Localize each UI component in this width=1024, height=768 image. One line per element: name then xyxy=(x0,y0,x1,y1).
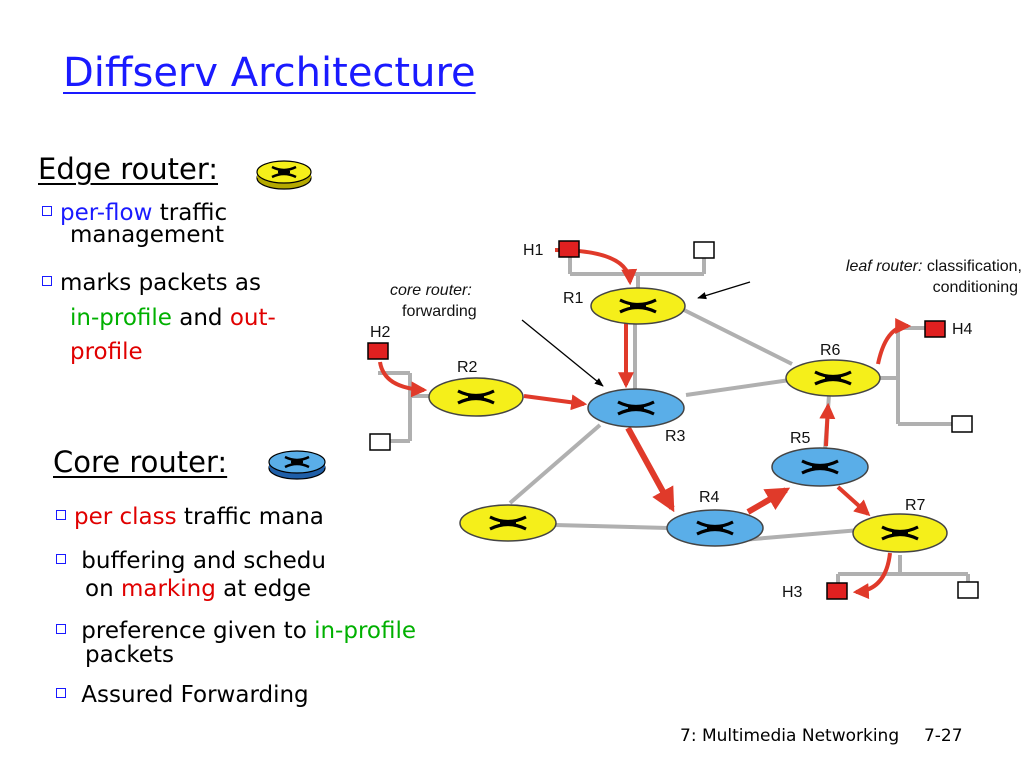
label-r7: R7 xyxy=(905,497,926,514)
host-idle-top xyxy=(693,241,715,259)
leaf-router-rest: classification, xyxy=(922,258,1022,275)
host-h3 xyxy=(826,582,848,600)
bullet-square-icon xyxy=(42,275,52,286)
router-r4 xyxy=(666,509,764,547)
core-bullet-3: preference given to in-profile xyxy=(56,619,416,643)
edge-bullet-2: marks packets as xyxy=(42,271,261,295)
edge-bullet-2-line3: profile xyxy=(70,339,143,365)
core-bullet-2: buffering and schedu xyxy=(56,549,368,573)
traffic-text: traffic xyxy=(152,200,228,226)
bullet-square-icon xyxy=(56,623,66,634)
edge-router-icon xyxy=(256,160,312,190)
out-text: out- xyxy=(229,305,276,331)
arrow-r7-h3 xyxy=(852,552,892,600)
traffic-mana-text: traffic mana xyxy=(176,505,324,529)
arrow-r3-r4 xyxy=(625,426,675,513)
at-edge-text: at edge xyxy=(215,576,312,602)
in-profile-text-2: in-profile xyxy=(314,618,417,644)
host-h2 xyxy=(367,342,389,360)
assured-forwarding-text: Assured Forwarding xyxy=(74,682,309,708)
bullet-square-icon xyxy=(42,205,52,216)
link-leaf-r4 xyxy=(554,523,669,530)
core-callout-arrow xyxy=(521,319,604,387)
link-r4-r7 xyxy=(741,528,861,542)
core-router-label: core router: xyxy=(390,282,472,299)
label-r2: R2 xyxy=(457,359,478,376)
core-bullet-1: per class traffic mana xyxy=(56,505,368,529)
edge-router-heading: Edge router: xyxy=(38,152,218,186)
arrow-h2-r2 xyxy=(378,361,428,398)
core-router-heading-text: Core router: xyxy=(53,445,228,479)
footer-chapter: 7: Multimedia Networking xyxy=(680,726,900,746)
link-r3-leaf xyxy=(508,423,602,505)
arrow-r6-h4 xyxy=(876,318,912,365)
link-r3-r6 xyxy=(685,378,791,397)
flow-arrows xyxy=(378,248,912,600)
marking-text: marking xyxy=(120,576,216,602)
core-router-label-line2: forwarding xyxy=(402,303,477,320)
label-r4: R4 xyxy=(699,489,720,506)
router-r2 xyxy=(428,377,524,417)
core-router-heading: Core router: xyxy=(53,445,227,479)
router-r3 xyxy=(587,388,685,428)
edge-bullet-1-cont: management xyxy=(70,222,225,248)
label-r6: R6 xyxy=(820,342,841,359)
marks-packets-text: marks packets as xyxy=(60,270,261,296)
on-text: on xyxy=(85,576,121,602)
arrow-r5-r6 xyxy=(819,402,836,447)
host-h1 xyxy=(558,240,580,258)
page-title: Diffserv Architecture xyxy=(63,50,476,96)
preference-text: preference given to xyxy=(74,618,315,644)
label-h4: H4 xyxy=(952,321,973,338)
bullet-square-icon xyxy=(56,687,66,698)
router-r1 xyxy=(590,287,686,325)
label-h2: H2 xyxy=(370,324,391,341)
per-class-text: per class xyxy=(74,505,177,529)
label-r5: R5 xyxy=(790,430,811,447)
core-bullet-2-cont: on marking at edge xyxy=(85,577,311,601)
arrow-r4-r5 xyxy=(746,487,791,515)
links xyxy=(378,257,970,590)
in-profile-text: in-profile xyxy=(70,305,172,331)
label-r3: R3 xyxy=(665,428,686,445)
edge-bullet-2-line2: in-profile and out- xyxy=(70,306,276,330)
router-leaf-unlabeled xyxy=(459,504,557,542)
edge-router-heading-text: Edge router: xyxy=(38,152,219,186)
leaf-router-italic: leaf router: xyxy=(846,258,922,275)
footer-page-number: 7-27 xyxy=(923,726,963,746)
router-r5 xyxy=(771,447,869,487)
arrow-r2-r3 xyxy=(523,394,588,411)
footer: 7: Multimedia Networking 7-27 xyxy=(680,726,963,746)
host-h4 xyxy=(924,320,946,338)
label-h1: H1 xyxy=(523,242,544,259)
per-flow-text: per-flow xyxy=(60,200,153,226)
core-bullet-4: Assured Forwarding xyxy=(56,683,309,707)
bullet-square-icon xyxy=(56,553,66,564)
core-router-icon xyxy=(268,450,326,480)
host-idle-right xyxy=(951,415,973,433)
label-r1: R1 xyxy=(563,290,584,307)
edge-bullet-1: per-flow traffic xyxy=(42,201,227,225)
router-r6 xyxy=(785,359,881,397)
bullet-square-icon xyxy=(56,509,66,520)
leaf-callout-arrow xyxy=(697,281,751,300)
leaf-router-label: leaf router: classification, xyxy=(846,258,1022,275)
router-r7 xyxy=(852,513,948,553)
core-bullet-3-cont: packets xyxy=(85,642,174,668)
leaf-router-label-line2: conditioning xyxy=(933,279,1018,296)
link-r1-r6 xyxy=(679,306,793,366)
host-idle-left xyxy=(369,433,391,451)
host-idle-bottom xyxy=(957,581,979,599)
and-text: and xyxy=(171,305,230,331)
label-h3: H3 xyxy=(782,584,803,601)
buffering-text: buffering and schedu xyxy=(74,549,326,573)
arrow-r5-r7 xyxy=(836,485,871,517)
